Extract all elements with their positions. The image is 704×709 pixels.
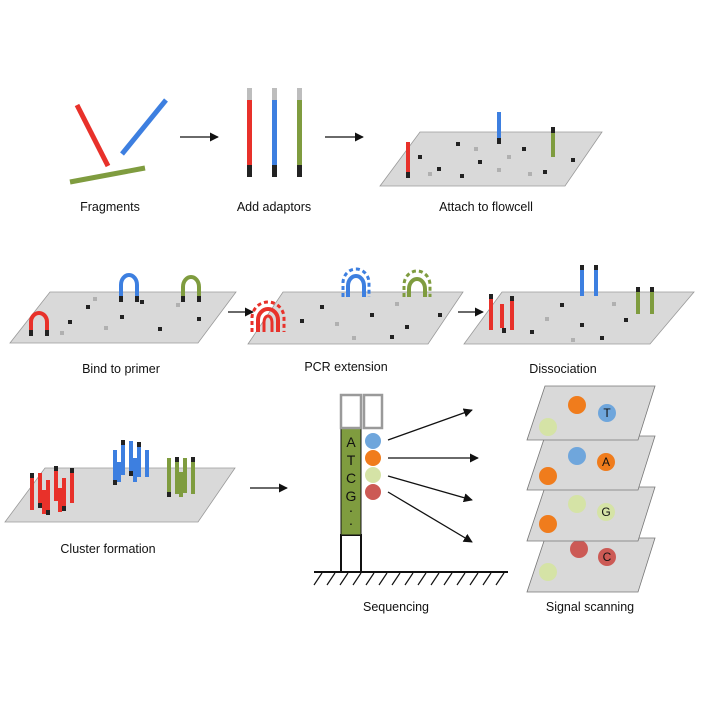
scan-letter-1: T — [603, 406, 611, 420]
sequencing-dot-1: · — [349, 502, 354, 518]
scan-plate-1 — [526, 385, 656, 441]
sequencing-illustration — [313, 393, 508, 586]
label-bind-to-primer: Bind to primer — [82, 362, 160, 376]
signal-arrows — [387, 408, 479, 543]
label-sequencing: Sequencing — [363, 600, 429, 614]
scan-letter-2: A — [602, 455, 610, 469]
label-signal-scanning: Signal scanning — [546, 600, 634, 614]
flowcell-attach — [379, 112, 603, 187]
scan-plate-4 — [526, 537, 656, 593]
cluster-formation-illustration — [4, 440, 236, 523]
sequencing-base-2: T — [347, 452, 356, 468]
pcr-extension-illustration — [247, 267, 464, 345]
adaptor-strands — [247, 88, 302, 177]
fragments-illustration — [69, 98, 168, 185]
scan-letter-3: G — [601, 505, 610, 519]
label-pcr-extension: PCR extension — [304, 360, 387, 374]
scan-letter-4: C — [603, 550, 612, 564]
scan-plate-3 — [526, 486, 656, 542]
scan-plate-2 — [526, 435, 656, 491]
dissociation-illustration — [463, 265, 695, 345]
label-attach-flowcell: Attach to flowcell — [439, 200, 533, 214]
label-dissociation: Dissociation — [529, 362, 596, 376]
label-cluster-formation: Cluster formation — [60, 542, 155, 556]
sequencing-base-3: C — [346, 470, 356, 486]
label-fragments: Fragments — [80, 200, 140, 214]
sequencing-base-4: G — [346, 488, 357, 504]
sequencing-base-1: A — [346, 434, 356, 450]
bind-to-primer-illustration — [9, 273, 237, 344]
sequencing-dot-2: · — [349, 515, 354, 531]
label-add-adaptors: Add adaptors — [237, 200, 311, 214]
signal-scanning-stack — [526, 385, 656, 593]
